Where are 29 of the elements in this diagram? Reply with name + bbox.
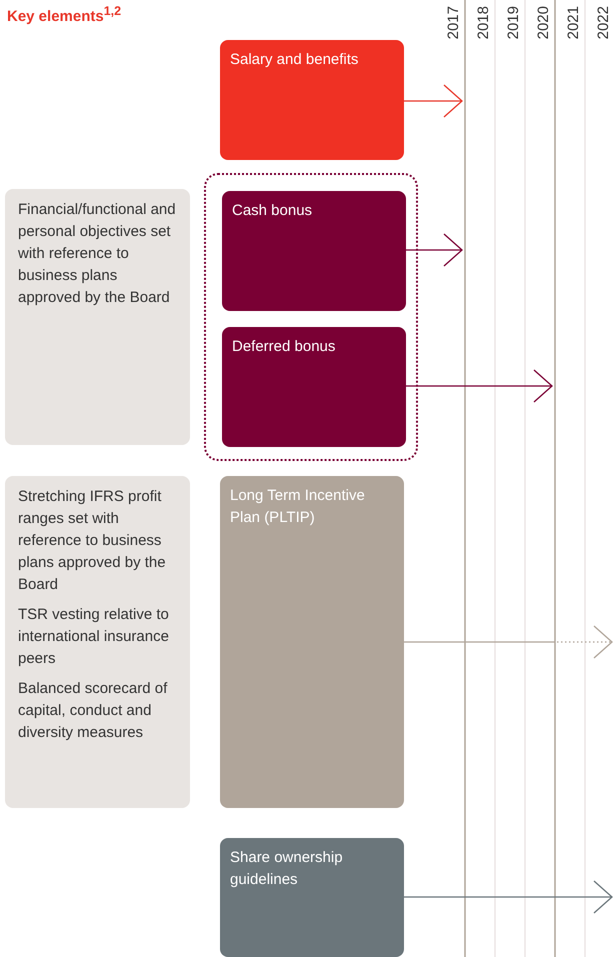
year-label: 2022	[595, 6, 612, 40]
element-title: Cash bonus	[232, 201, 314, 221]
criteria-text: TSR vesting relative to international insurance peers	[18, 605, 170, 669]
element-box	[220, 40, 404, 160]
timeline-arrow	[404, 369, 553, 403]
element-box	[220, 476, 404, 808]
element-title: Share ownership guidelines	[230, 848, 344, 890]
element-title: Salary and benefits	[230, 50, 360, 70]
timeline-arrow	[404, 233, 463, 267]
element-box	[222, 327, 406, 447]
element-box	[220, 838, 404, 957]
criteria-text: Stretching IFRS profit ranges set with reference to business plans approved by the Board	[18, 487, 167, 595]
criteria-panel	[5, 476, 190, 808]
timeline-arrow	[404, 880, 613, 914]
criteria-text: Financial/functional and personal objectives set with reference to business plans approved by the Board	[18, 200, 177, 308]
element-title: Long Term Incentive Plan (PLTIP)	[230, 486, 366, 528]
criteria-panel	[5, 189, 190, 445]
year-label: 2019	[505, 6, 522, 40]
element-title: Deferred bonus	[232, 337, 336, 357]
bonus-group-outline	[204, 173, 418, 461]
timeline-arrow	[404, 625, 613, 659]
year-label: 2017	[445, 6, 462, 40]
year-label: 2021	[565, 6, 582, 40]
element-box	[222, 191, 406, 311]
heading: Key elements$^{1,2}$	[7, 4, 122, 25]
year-label: 2018	[475, 6, 492, 40]
criteria-text: Balanced scorecard of capital, conduct and diversity measures	[18, 679, 168, 743]
year-label: 2020	[535, 6, 552, 40]
timeline-arrow	[404, 84, 463, 118]
